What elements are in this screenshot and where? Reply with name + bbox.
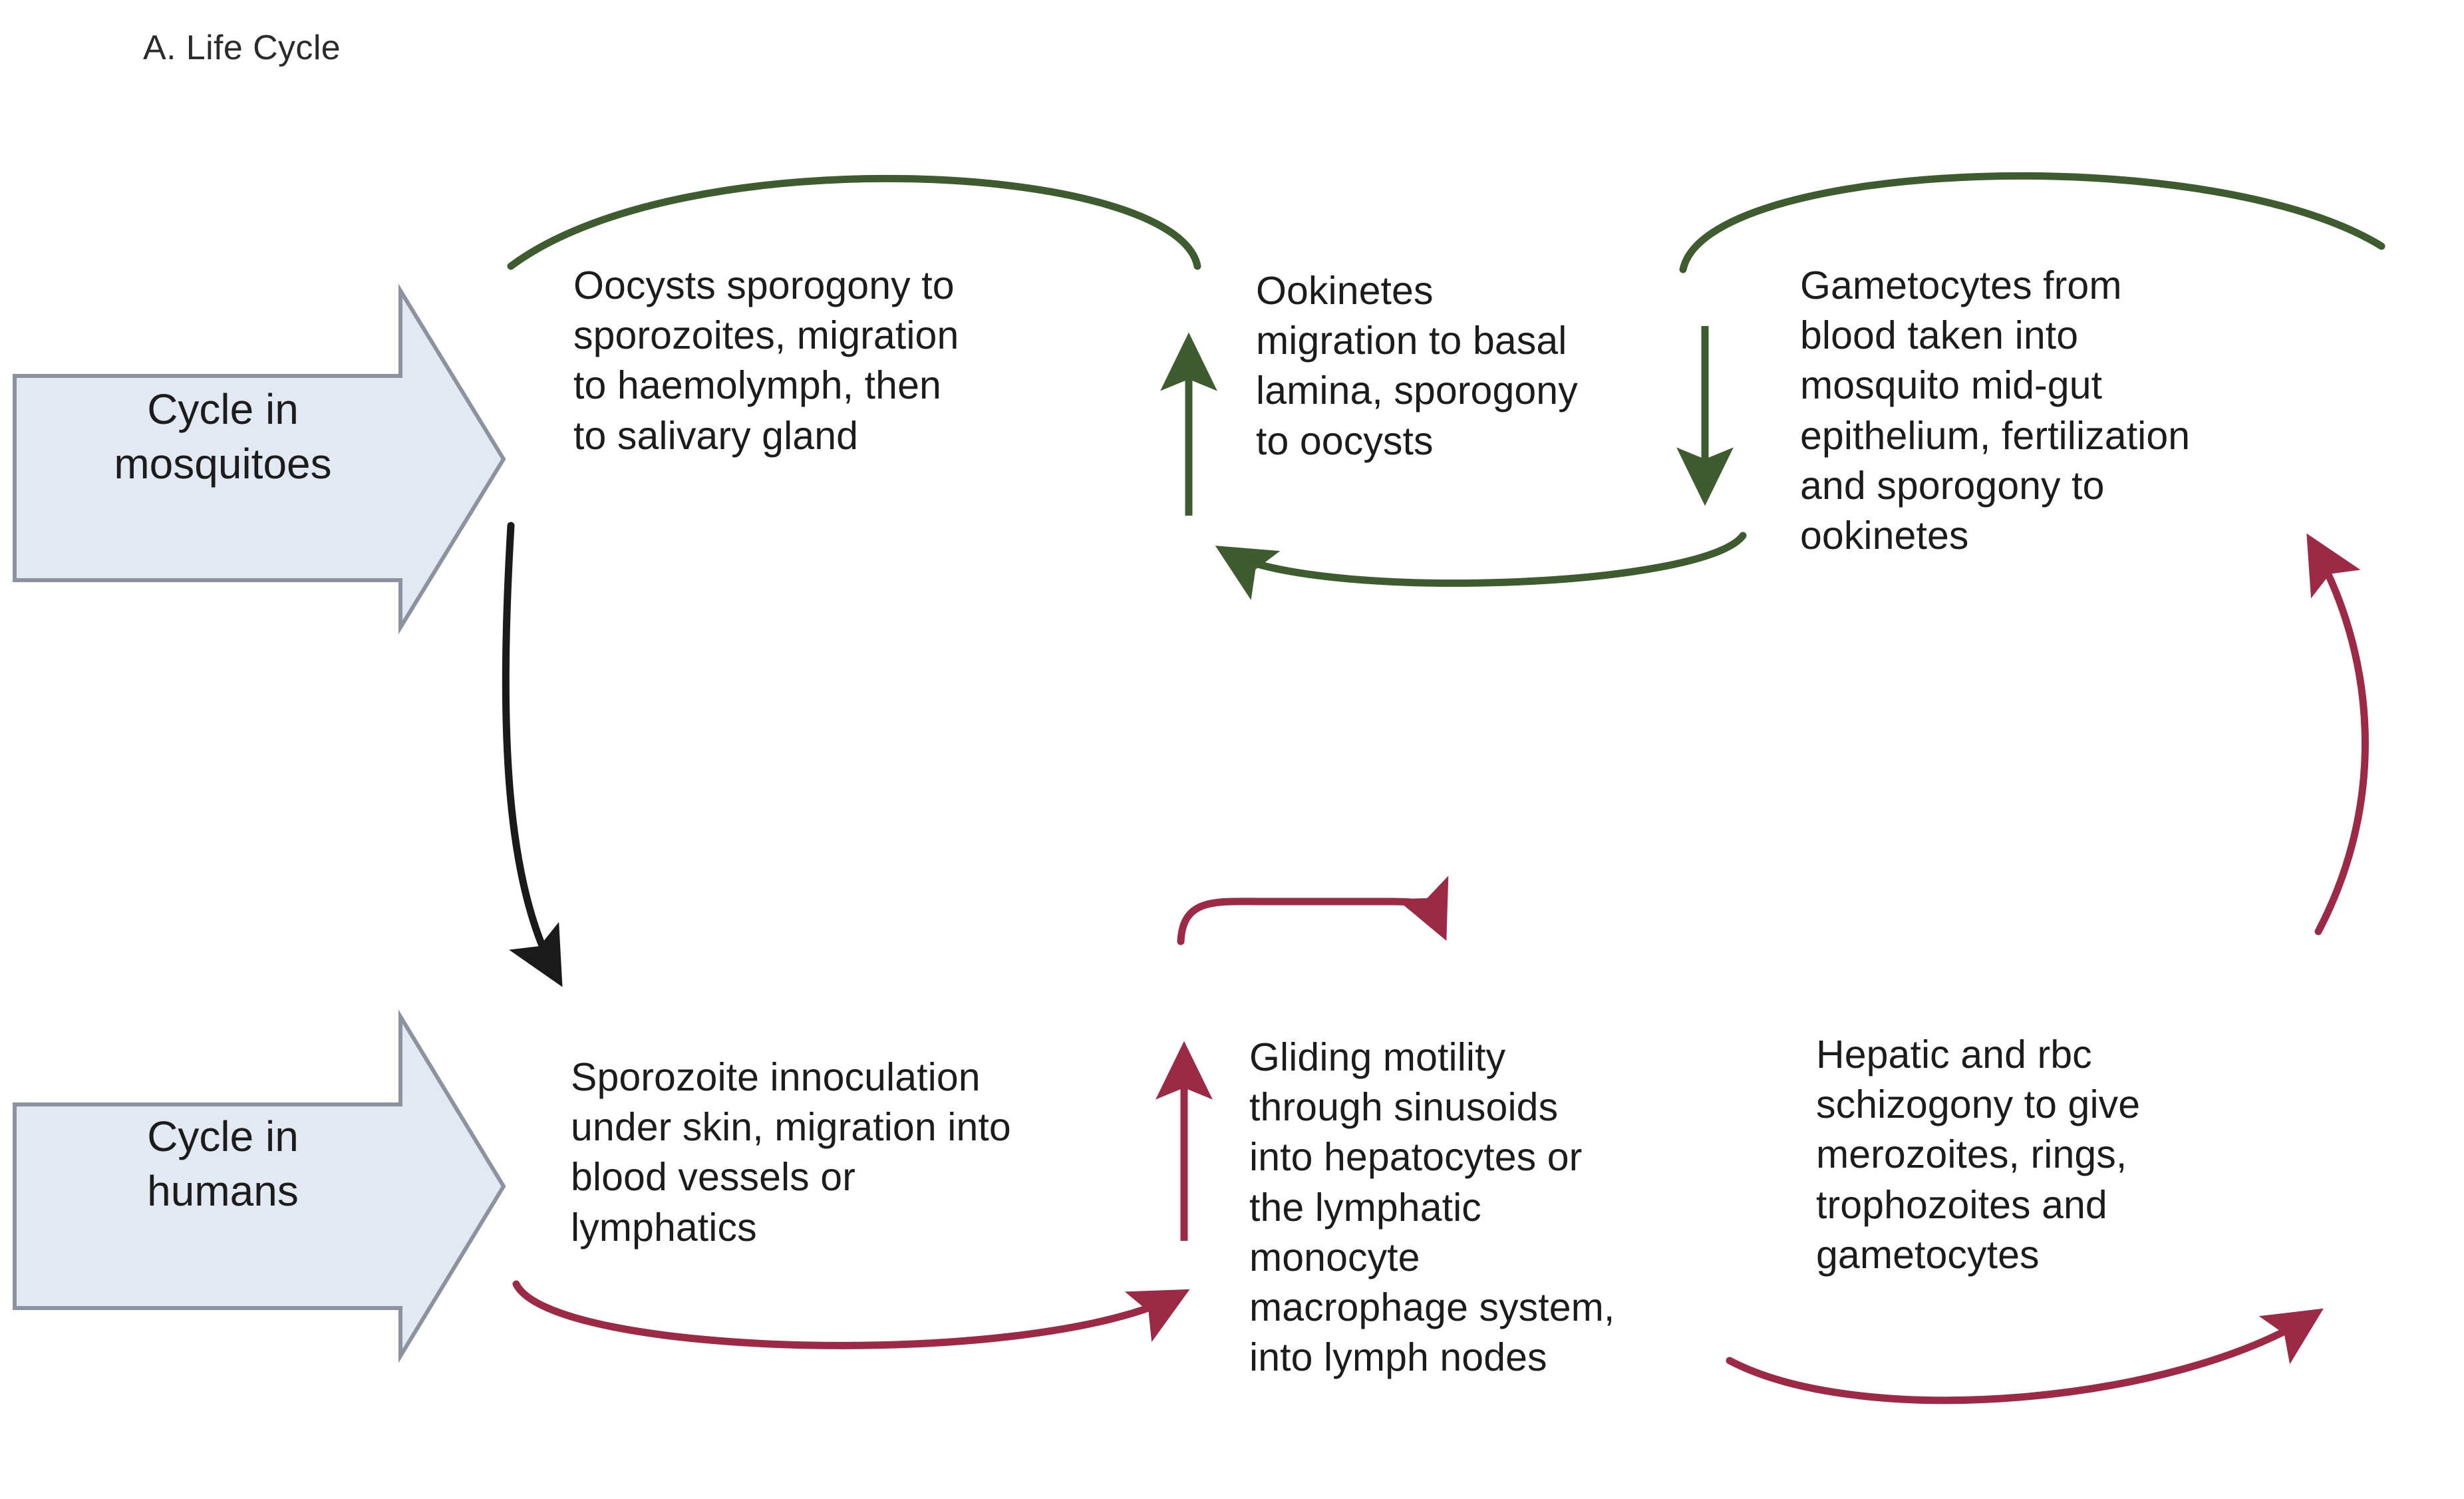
arc-gametocytes-top bbox=[1679, 172, 2386, 273]
arc-gliding-to-hepatic-bottom bbox=[1726, 1308, 2324, 1405]
stage-text-oocysts: Oocysts sporogony to sporozoites, migrat… bbox=[573, 263, 959, 458]
block-arrow-label-cycle-in-mosquitoes: Cycle in mosquitoes bbox=[114, 385, 332, 488]
arc-gliding-to-hepatic-top bbox=[1177, 876, 1449, 945]
arc-sporozoite-to-gliding bbox=[512, 1280, 1190, 1349]
stage-text-gliding-motility: Gliding motility through sinusoids into … bbox=[1249, 1035, 1615, 1380]
stage-text-hepatic-schizogony: Hepatic and rbc schizogony to give meroz… bbox=[1816, 1033, 2141, 1277]
stage-text-sporozoite: Sporozoite innoculation under skin, migr… bbox=[571, 1055, 1011, 1249]
stage-text-ookinetes: Ookinetes migration to basal lamina, spo… bbox=[1256, 269, 1578, 463]
block-arrow-label-cycle-in-humans: Cycle in humans bbox=[147, 1112, 299, 1215]
arc-oocysts-to-ookinetes bbox=[507, 174, 1201, 270]
stage-text-gametocytes: Gametocytes from blood taken into mosqui… bbox=[1800, 263, 2191, 558]
arrow-mosquito-to-human bbox=[502, 522, 563, 987]
arc-hepatic-to-gametocytes bbox=[2306, 533, 2369, 935]
page-title: A. Life Cycle bbox=[143, 29, 341, 67]
arc-gametocytes-to-ookinetes bbox=[1215, 532, 1747, 600]
